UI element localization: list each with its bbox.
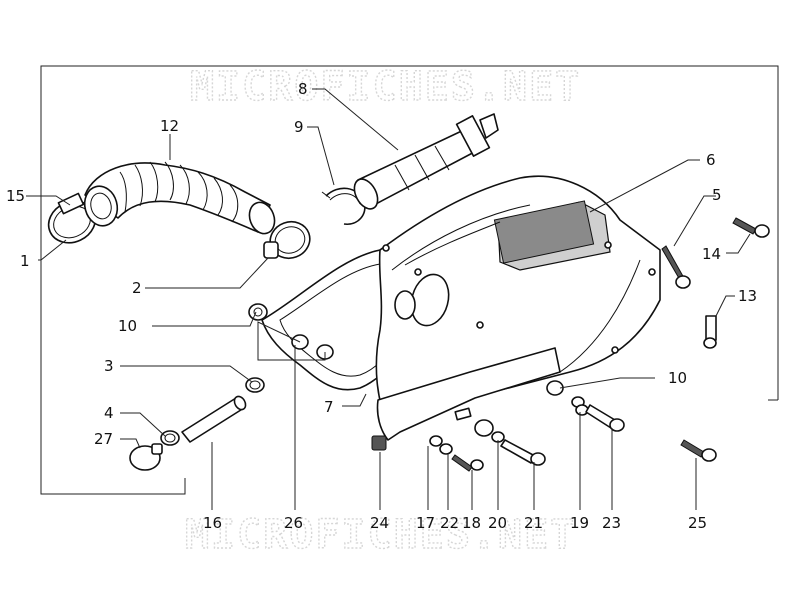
- callout-15: 15: [6, 187, 25, 205]
- callout-13: 13: [738, 287, 757, 305]
- callout-14: 14: [702, 245, 721, 263]
- spacer-13: [703, 315, 717, 349]
- assembly-bracket: [40, 65, 779, 495]
- callout-19: 19: [570, 514, 589, 532]
- screw-14: [732, 217, 770, 238]
- callout-9: 9: [294, 118, 304, 136]
- callout-21: 21: [524, 514, 543, 532]
- callout-27: 27: [94, 430, 113, 448]
- screw-5: [661, 245, 691, 289]
- callout-25: 25: [688, 514, 707, 532]
- tube-clip: [160, 430, 180, 446]
- clip-nut: [371, 435, 387, 451]
- screw-18: [451, 454, 484, 472]
- callout-26: 26: [284, 514, 303, 532]
- airbox-housing: [375, 175, 661, 431]
- callout-5: 5: [712, 186, 722, 204]
- watermark-bottom: MICROFICHES.NET: [185, 512, 576, 558]
- callout-4: 4: [104, 404, 114, 422]
- bushing-20: [474, 419, 505, 443]
- watermark-top: MICROFICHES.NET: [190, 64, 581, 110]
- screw-25: [680, 439, 717, 462]
- grommet-left: [248, 303, 268, 321]
- callout-24: 24: [370, 514, 389, 532]
- drain-plug: [129, 443, 163, 471]
- callout-7: 7: [324, 398, 334, 416]
- callout-3: 3: [104, 357, 114, 375]
- callout-22: 22: [440, 514, 459, 532]
- bolt-21: [500, 439, 546, 466]
- hose-clamp-left: [47, 192, 97, 244]
- callout-17: 17: [416, 514, 435, 532]
- callout-18: 18: [462, 514, 481, 532]
- washer-22: [439, 443, 453, 455]
- intake-boot: [83, 161, 276, 235]
- drain-tube: [181, 395, 247, 443]
- callout-23: 23: [602, 514, 621, 532]
- callout-16: 16: [203, 514, 222, 532]
- callout-8: 8: [298, 80, 308, 98]
- callout-1: 1: [20, 252, 30, 270]
- callout-10-left: 10: [118, 317, 137, 335]
- breather-filter: [353, 113, 499, 210]
- callout-10-right: 10: [668, 369, 687, 387]
- callout-20: 20: [488, 514, 507, 532]
- bolt-23: [585, 404, 625, 432]
- leader-lines: [26, 88, 751, 510]
- hose-clamp-right: [263, 220, 311, 260]
- callout-6: 6: [706, 151, 716, 169]
- callout-2: 2: [132, 279, 142, 297]
- washer-17: [429, 435, 443, 447]
- callout-labels: 15 1 12 2 9 8 6 5 14 13 10 10 3 4 27 7 1…: [6, 80, 757, 532]
- callout-12: 12: [160, 117, 179, 135]
